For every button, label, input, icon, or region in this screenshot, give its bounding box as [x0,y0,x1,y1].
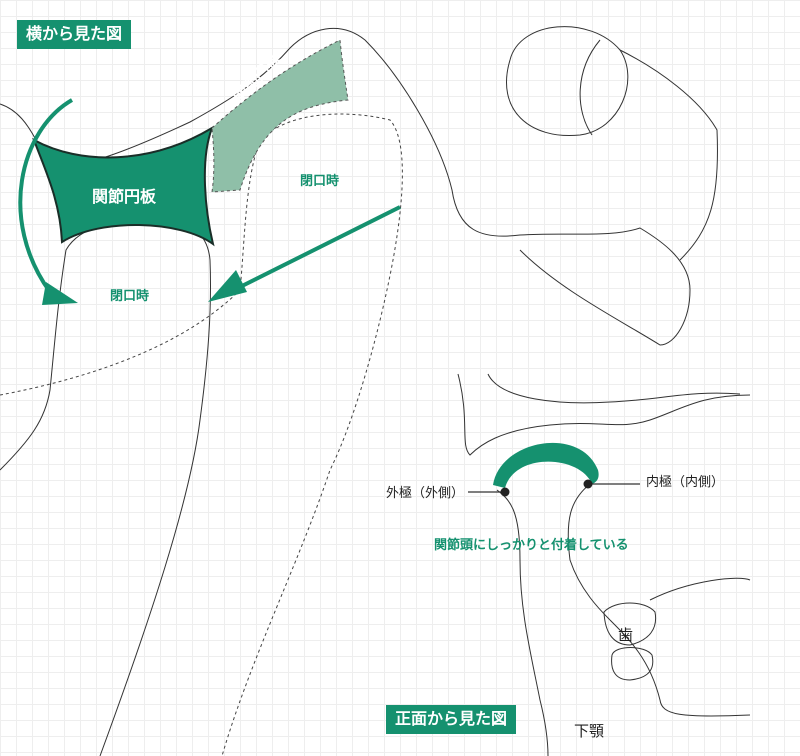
disc-open-shape [211,39,349,193]
inner-pole-label: 内極（内側） [646,475,725,490]
skull-outline [0,27,691,346]
tooth-upper-outline [603,602,657,646]
ear-outline [506,26,629,137]
disc-label-closed: 関節円板 [92,187,157,206]
rotation-arrow-icon [18,98,74,294]
tooth-lower-outline [611,647,654,681]
front-skull-inner-outline [487,373,741,404]
skull-back-outline [619,49,718,261]
front-mandible-outline [609,619,751,717]
outer-pole-label: 外極（外側） [386,486,465,501]
inner-pole-dot [583,479,593,489]
front-cheek-outline [649,577,751,601]
front-condyle-outline [496,489,549,756]
front-condyle-inner-outline [567,483,611,621]
ear-inner-line [579,39,601,136]
teeth-label: 歯 [618,626,634,644]
label-open-condyle: 閉口時 [300,174,340,189]
front-view-title: 正面から見た図 [386,705,517,734]
attached-note: 関節頭にしっかりと付着している [434,538,629,553]
label-closed-condyle: 閉口時 [110,289,150,304]
side-view-title: 横から見た図 [17,20,132,49]
front-skull-outline [457,373,751,456]
rotation-arrowhead-icon [42,282,78,305]
disc-closed-shape [32,125,215,247]
slide-arrow-icon [221,205,401,298]
slide-arrowhead-icon [208,270,247,302]
mandible-label: 下顎 [574,722,605,740]
front-disc-shape [493,442,599,488]
condyle-side-outline [0,217,212,756]
outer-pole-dot [500,487,510,497]
condyle-open-outline [0,113,403,756]
